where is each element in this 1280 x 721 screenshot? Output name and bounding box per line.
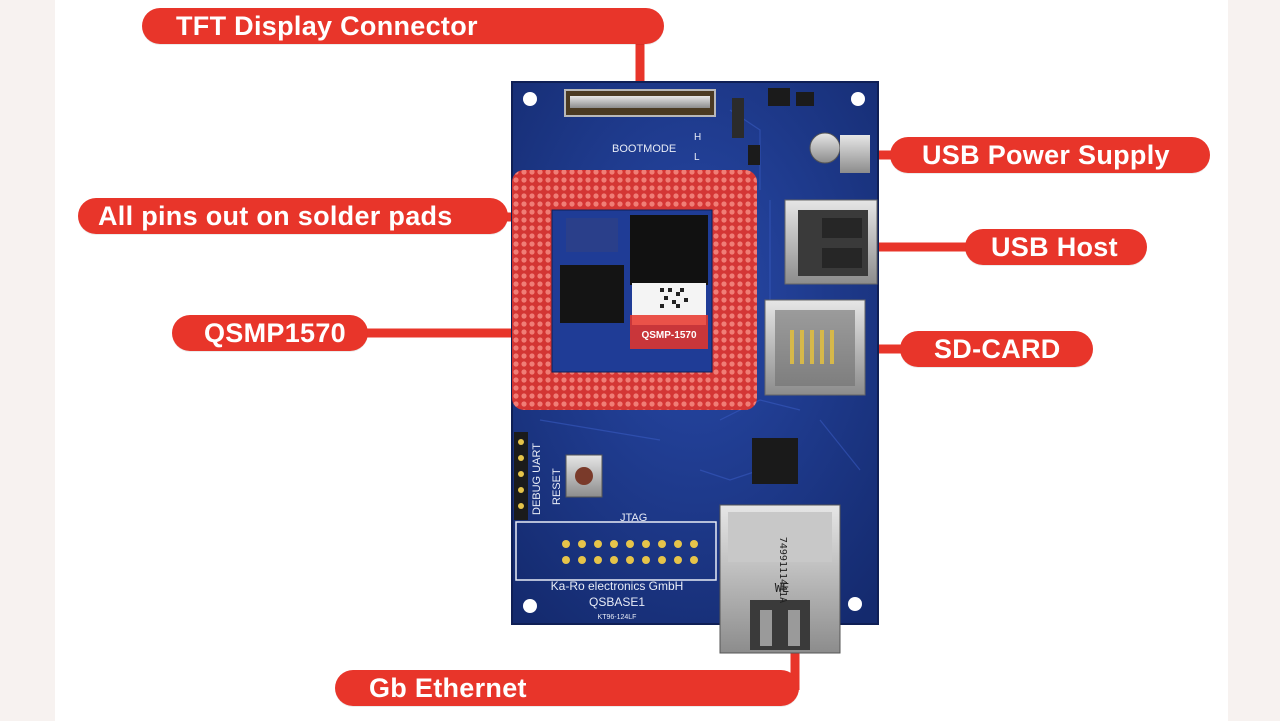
callout-usb-power-supply: USB Power Supply [890,137,1210,173]
callout-gb-ethernet-label: Gb Ethernet [369,673,527,703]
callout-gb-ethernet: Gb Ethernet [335,670,799,706]
qsmp-module: QSMP-1570 [551,209,713,373]
reset-label: RESET [551,468,563,505]
callout-solder-pads-label: All pins out on solder pads [98,201,453,231]
callout-qsmp1570-label: QSMP1570 [204,318,346,348]
callout-usb-host: USB Host [965,229,1147,265]
ethernet-phy-chip [752,438,798,484]
callout-sd-card: SD-CARD [900,331,1093,367]
magjack-brand: WE [775,581,789,595]
part-number-label: KT96-124LF [598,614,637,621]
mounting-hole [848,597,862,611]
power-components [732,88,870,173]
callout-tft-display-connector-label: TFT Display Connector [176,11,478,41]
mounting-hole [523,599,537,613]
callout-solder-pads: All pins out on solder pads [78,198,508,234]
callout-usb-power-supply-label: USB Power Supply [922,140,1170,170]
callout-usb-host-label: USB Host [991,232,1118,262]
jtag-header: JTAG [515,512,717,581]
mounting-hole [523,92,537,106]
usb-host-connector [784,199,878,285]
bootmode-h-label: H [694,132,701,143]
mounting-hole [851,92,865,106]
sd-card-slot [764,299,866,396]
callout-qsmp1570: QSMP1570 [172,315,368,351]
bootmode-label: BOOTMODE [612,143,676,155]
jtag-label: JTAG [620,512,647,524]
magjack-code: 7499111441A [777,537,788,603]
qsmp-chip-label: QSMP-1570 [641,330,696,341]
tft-connector [564,89,716,117]
manufacturer-label: Ka-Ro electronics GmbH [551,579,684,593]
callout-tft-display-connector: TFT Display Connector [142,8,664,44]
model-label: QSBASE1 [589,595,645,609]
debug-uart-label: DEBUG UART [531,443,543,515]
callout-sd-card-label: SD-CARD [934,334,1061,364]
bootmode-l-label: L [694,152,700,163]
debug-uart-header: DEBUG UART RESET [514,432,563,520]
reset-button [565,454,603,498]
ethernet-magjack: 7499111441A WE [719,504,841,654]
